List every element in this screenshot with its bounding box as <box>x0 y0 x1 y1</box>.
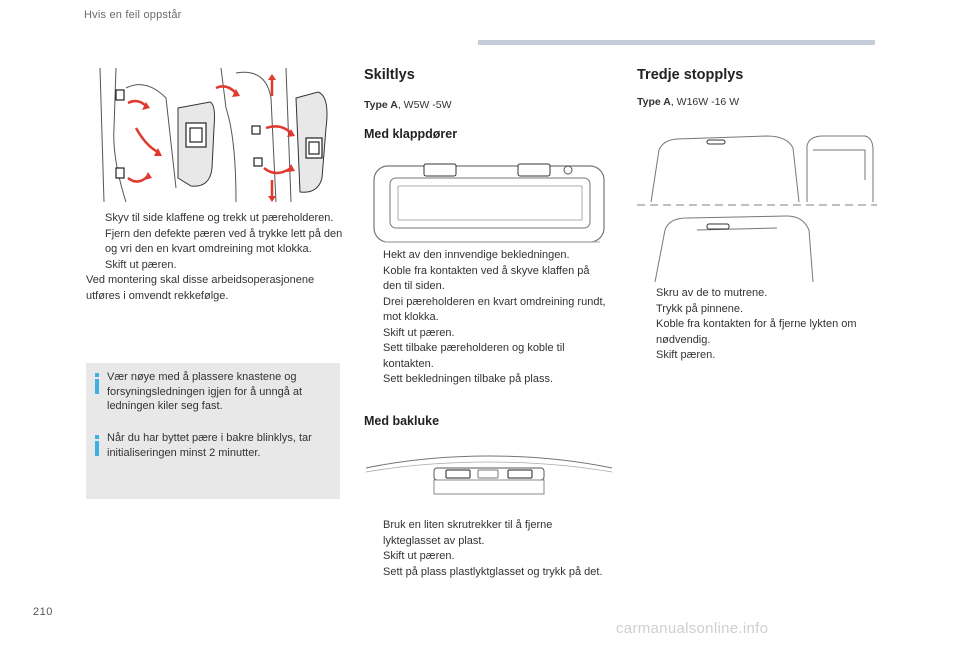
header-title: Hvis en feil oppstår <box>84 9 182 21</box>
list-item: Skift ut pæren. <box>105 258 177 271</box>
third-brake-light-illustration <box>637 135 877 282</box>
list-item: Sett tilbake pæreholderen og koble til k… <box>383 342 565 370</box>
list-item: Skru av de to mutrene. <box>656 287 768 299</box>
list-item: Skift ut pæren. <box>383 326 455 339</box>
subsection-title-tailgate: Med bakluke <box>364 414 440 428</box>
list-item: Trykk på pinnene. <box>656 302 744 315</box>
licence-plate-lamp-tailgate-illustration <box>365 455 613 495</box>
list-item: Drei pæreholderen en kvart omdreining ru… <box>383 295 606 324</box>
note-text: Når du har byttet pære i bakre blinklys,… <box>107 432 312 459</box>
list-item: Skyv til side klaffene og trekk ut pæreh… <box>105 212 334 224</box>
list-item: Koble fra kontakten ved å skyve klaffen … <box>383 264 590 293</box>
note-text: Vær nøye med å plassere knastene og fors… <box>107 371 303 412</box>
info-icon <box>95 373 99 394</box>
list-item: Hekt av den innvendige bekledningen. <box>383 249 570 261</box>
left-column: Skyv til side klaffene og trekk ut pæreh… <box>86 211 344 304</box>
left-steps-list: Skyv til side klaffene og trekk ut pæreh… <box>86 211 344 273</box>
info-icon <box>95 435 99 456</box>
rear-lamp-illustration <box>86 68 338 202</box>
list-item: Fjern den defekte pæren ved å trykke let… <box>105 227 343 256</box>
tailgate-steps: Bruk en liten skrutrekker til å fjerne l… <box>364 518 610 580</box>
list-item: Bruk en liten skrutrekker til å fjerne l… <box>383 519 553 547</box>
section-title-licence-plate: Skiltlys <box>364 67 415 83</box>
section-title-third-brake-light: Tredje stopplys <box>637 67 744 83</box>
notes-box <box>86 363 340 499</box>
list-item: Koble fra kontakten for å fjerne lykten … <box>656 318 857 346</box>
closing-text: Ved montering skal disse arbeidsoperasjo… <box>86 274 315 302</box>
bulb-type: Type A, W5W -5W <box>364 99 452 111</box>
licence-plate-lamp-barn-doors-illustration <box>373 163 605 243</box>
bulb-type: Type A, W16W -16 W <box>637 96 740 108</box>
list-item: Sett på plass plastlyktglasset og trykk … <box>383 565 603 578</box>
watermark: carmanualsonline.info <box>616 620 769 637</box>
subsection-title-barn-doors: Med klappdører <box>364 127 458 141</box>
list-item: Skift pæren. <box>656 349 716 361</box>
header-accent-bar <box>478 40 875 45</box>
list-item: Skift ut pæren. <box>383 550 455 562</box>
list-item: Sett bekledningen tilbake på plass. <box>383 373 554 385</box>
page-number: 210 <box>33 606 53 618</box>
barn-doors-steps: Hekt av den innvendige bekledningen. Kob… <box>364 248 610 388</box>
third-brake-light-steps: Skru av de to mutrene. Trykk på pinnene.… <box>637 286 882 364</box>
